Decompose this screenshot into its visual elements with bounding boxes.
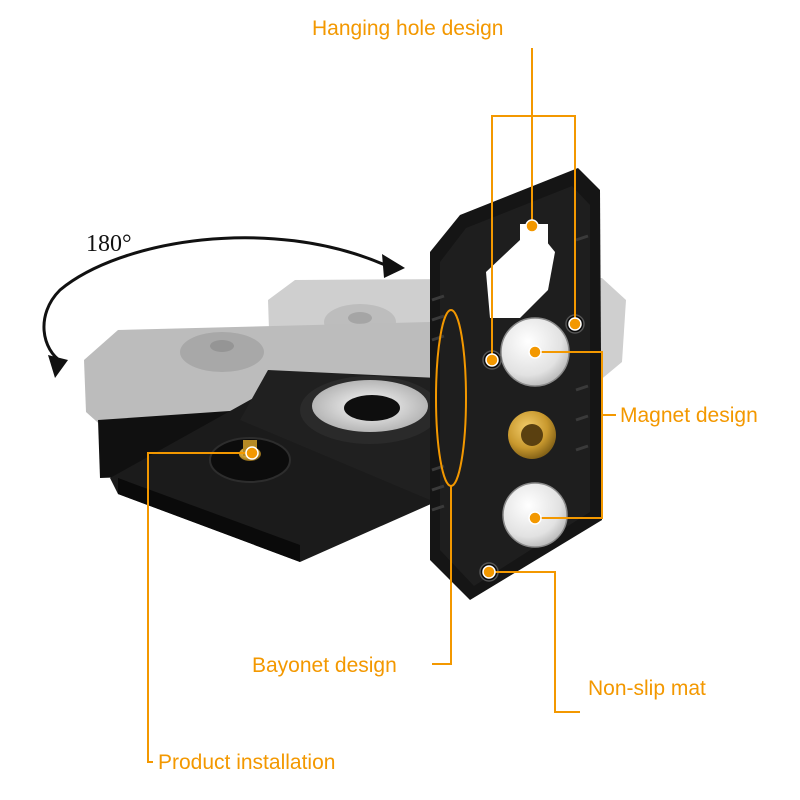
callout-non-slip: Non-slip mat <box>588 677 706 700</box>
callout-magnet: Magnet design <box>620 404 758 427</box>
ring-mount <box>300 376 440 444</box>
rotation-arrow <box>42 236 405 378</box>
marker-magnet-bottom <box>528 511 542 525</box>
marker-hanging-hole <box>525 219 539 233</box>
marker-bolt-left <box>485 353 499 367</box>
marker-non-slip <box>482 565 496 579</box>
marker-bolt-right <box>568 317 582 331</box>
callout-markers <box>245 219 582 579</box>
callout-hanging-hole: Hanging hole design <box>312 17 504 40</box>
leader-lines <box>147 48 616 763</box>
callout-installation: Product installation <box>158 751 336 774</box>
marker-installation <box>245 446 259 460</box>
tripod-screw <box>209 437 291 483</box>
vertical-bracket <box>430 168 602 600</box>
rotation-label: 180° <box>86 231 132 257</box>
brass-insert <box>508 411 556 459</box>
marker-magnet-top <box>528 345 542 359</box>
callout-bayonet: Bayonet design <box>252 654 397 677</box>
side-ribs <box>431 234 589 512</box>
